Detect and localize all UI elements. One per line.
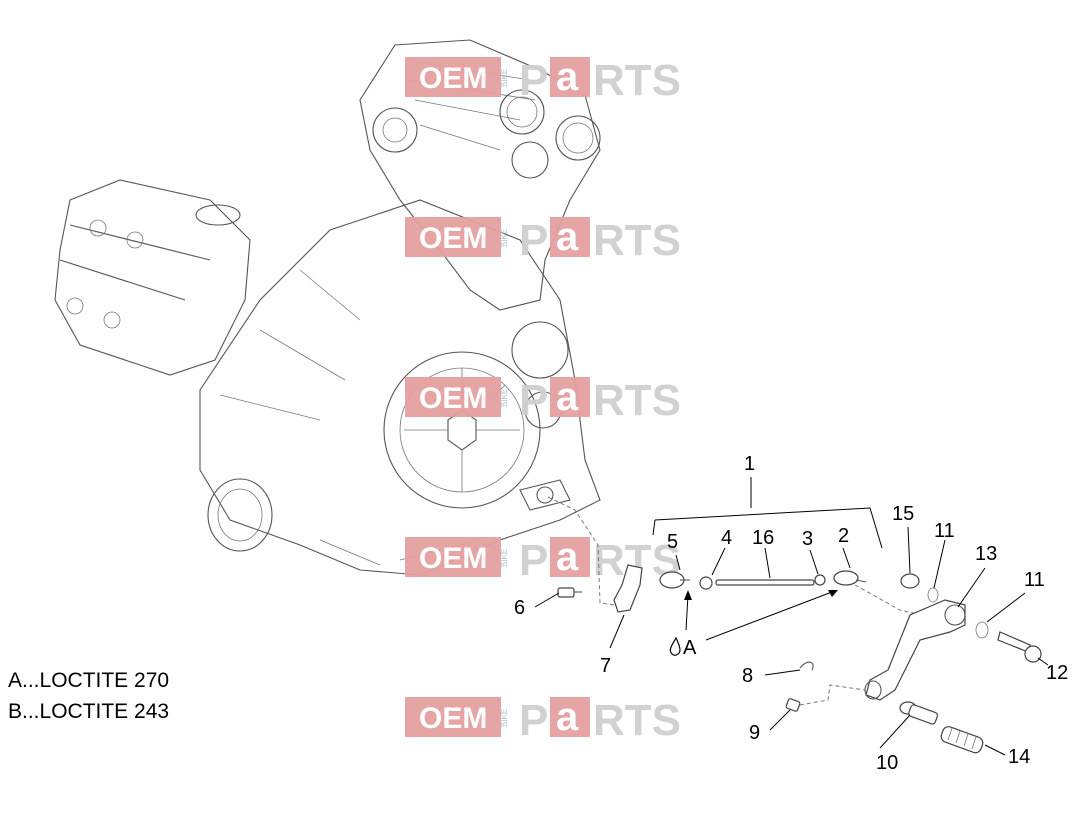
part-15-washer [900,573,920,589]
svg-text:P: P [519,536,548,585]
svg-text:a: a [556,695,579,739]
svg-text:RTS: RTS [593,376,681,425]
watermark-logo: OEM BIKE P a RTS [405,215,681,265]
leader-lines [534,477,1049,756]
callout-4: 4 [721,527,732,549]
svg-text:BIKE: BIKE [500,69,509,87]
part-12-bolt [997,631,1042,663]
callout-10: 10 [876,752,898,774]
part-2-rod-end [833,570,867,586]
svg-text:OEM: OEM [419,702,487,735]
callout-numbers: 1 2 3 4 5 6 7 8 9 10 11 11 12 13 14 15 1… [514,453,1068,774]
loctite-notes: A...LOCTITE 270 B...LOCTITE 243 [8,669,169,723]
svg-text:BIKE: BIKE [500,549,509,567]
part-11-oring [975,621,989,639]
engine-illustration [54,39,601,576]
callout-9: 9 [749,722,760,744]
svg-text:P: P [519,56,548,105]
part-13-gear-pedal [865,599,966,701]
part-3-nut [814,574,826,586]
part-6-bolt [557,587,582,598]
part-11-oring [927,587,939,603]
watermark-logo: OEM BIKE P a RTS [405,55,681,105]
callout-1: 1 [744,453,755,475]
svg-text:RTS: RTS [593,696,681,745]
svg-text:P: P [519,216,548,265]
callout-11: 11 [934,520,955,542]
note-loctite-a: A...LOCTITE 270 [8,669,169,692]
svg-text:P: P [519,376,548,425]
svg-text:a: a [556,215,579,259]
svg-text:a: a [556,375,579,419]
part-14-rubber [940,726,984,754]
watermark-logo: OEM BIKE P a RTS [405,375,681,425]
note-loctite-b: B...LOCTITE 243 [8,700,169,723]
svg-text:BIKE: BIKE [500,709,509,727]
part-8-clip [799,661,814,671]
callout-11-b: 11 [1024,569,1045,591]
part-10-pin [899,701,939,725]
svg-text:BIKE: BIKE [500,389,509,407]
svg-text:P: P [519,696,548,745]
callout-16: 16 [752,527,774,549]
svg-text:RTS: RTS [593,216,681,265]
callout-3: 3 [802,528,813,550]
callout-7: 7 [600,655,611,677]
part-9-bolt [785,698,801,712]
watermark: OEM BIKE P a RTS OEM BIKE P a RTS OEM BI… [405,55,681,745]
callout-2: 2 [838,525,849,547]
watermark-logo: OEM BIKE P a RTS [405,695,681,745]
exploded-parts [547,496,1042,754]
part-16-rod [715,579,815,586]
loctite-marker: A [669,636,697,659]
part-5-rod-end [659,571,690,589]
svg-text:RTS: RTS [593,56,681,105]
svg-text:BIKE: BIKE [500,229,509,247]
svg-text:a: a [556,55,579,99]
callout-8: 8 [742,665,753,687]
callout-12: 12 [1046,662,1068,684]
drop-icon [669,636,681,656]
callout-6: 6 [514,597,525,619]
callout-13: 13 [975,543,997,565]
svg-text:a: a [556,535,579,579]
part-4-nut [699,576,713,590]
callout-15: 15 [892,503,914,525]
callout-5: 5 [667,531,678,553]
loctite-marker-label: A [683,637,697,659]
svg-text:OEM: OEM [419,62,487,95]
svg-text:OEM: OEM [419,542,487,575]
svg-text:OEM: OEM [419,222,487,255]
part-7-shift-lever [613,564,643,613]
callout-14: 14 [1008,746,1030,768]
svg-text:OEM: OEM [419,382,487,415]
